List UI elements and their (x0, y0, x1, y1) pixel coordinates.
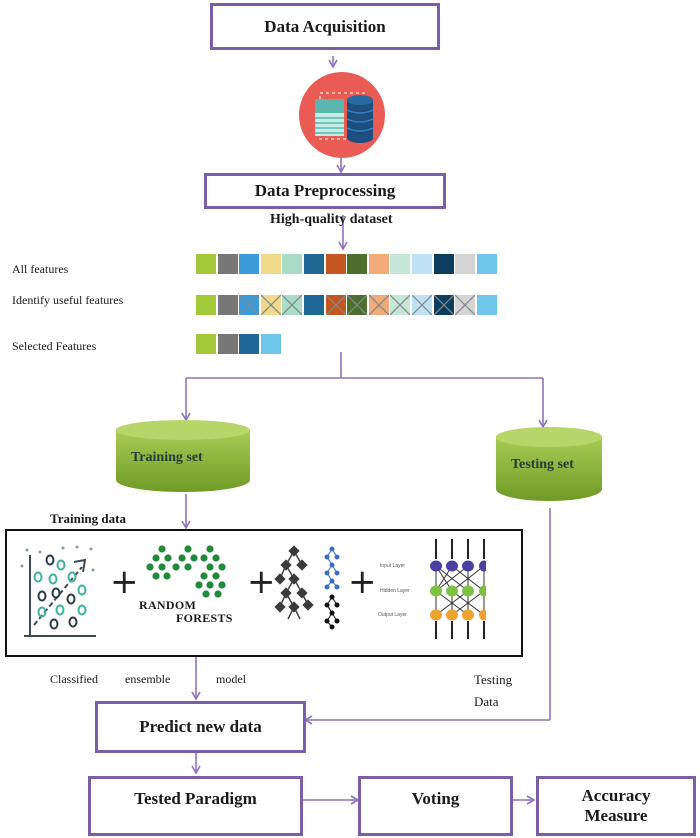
feature-square (455, 254, 476, 274)
all-features-row (196, 254, 498, 274)
rejected-feature-square (390, 295, 411, 315)
selected-features-row (196, 334, 282, 354)
tested-paradigm-label: Tested Paradigm (134, 789, 257, 809)
cross-mark-icon (325, 295, 346, 315)
feature-square (368, 254, 389, 274)
model-label: model (216, 672, 246, 686)
identify-useful-features-label: Identify useful features (12, 293, 124, 307)
random-forest-label-2: FORESTS (176, 611, 233, 625)
feature-square (390, 254, 411, 274)
document-icon (315, 99, 344, 136)
testing-data-label-1: Testing (474, 672, 513, 687)
rejected-feature-square (347, 295, 368, 315)
cross-mark-icon (347, 295, 368, 315)
classified-label: Classified (50, 672, 98, 686)
feature-square (476, 254, 497, 274)
rejected-feature-square (368, 295, 389, 315)
cross-mark-icon (455, 295, 476, 315)
cross-mark-icon (368, 295, 389, 315)
data-processing-icon (299, 72, 385, 158)
data-preprocessing-label: Data Preprocessing (254, 181, 396, 201)
feature-square (303, 254, 324, 274)
data-acquisition-label: Data Acquisition (264, 16, 386, 36)
nn-output-layer-label: Output Layer (378, 612, 407, 618)
selected-features-label: Selected Features (12, 339, 97, 353)
scatter-plot-icon (20, 545, 96, 637)
feature-square (411, 254, 432, 274)
testing-set-cylinder (496, 427, 602, 501)
plus-sign-1: + (110, 562, 139, 602)
cross-mark-icon (260, 295, 281, 315)
feature-square (217, 254, 238, 274)
testing-set-label: Testing set (511, 457, 574, 472)
training-data-label: Training data (50, 511, 126, 526)
all-features-label: All features (12, 262, 69, 276)
data-acquisition-box: Data Acquisition (210, 3, 440, 50)
feature-square (282, 254, 303, 274)
predict-new-data-box: Predict new data (95, 701, 306, 753)
random-forest-label-1: RANDOM (139, 598, 197, 612)
rejected-feature-square (239, 295, 260, 315)
training-set-cylinder (116, 420, 250, 492)
data-preprocessing-box: Data Preprocessing (204, 173, 446, 209)
useful-feature-square (303, 295, 324, 315)
feature-square (239, 254, 260, 274)
cross-mark-icon (433, 295, 454, 315)
selected-feature-square (217, 334, 238, 354)
rejected-feature-square (282, 295, 303, 315)
useful-feature-square (217, 295, 238, 315)
feature-square (196, 254, 216, 274)
selected-feature-square (260, 334, 281, 354)
selected-feature-square (239, 334, 260, 354)
plus-sign-3: + (348, 562, 377, 602)
accuracy-measure-box: Accuracy Measure (536, 776, 696, 836)
cross-mark-icon (390, 295, 411, 315)
rejected-feature-square (455, 295, 476, 315)
training-set-label: Training set (131, 450, 203, 465)
feature-square (260, 254, 281, 274)
voting-label: Voting (411, 789, 460, 809)
accuracy-measure-label: Accuracy Measure (581, 786, 651, 825)
rejected-feature-square (260, 295, 281, 315)
useful-feature-square (476, 295, 497, 315)
ensemble-label: ensemble (125, 672, 171, 686)
selected-feature-square (196, 334, 216, 354)
feature-square (347, 254, 368, 274)
cross-mark-icon (282, 295, 303, 315)
decision-tree-icon (274, 545, 340, 630)
neural-network-icon (430, 539, 486, 639)
rejected-feature-square (433, 295, 454, 315)
feature-square (325, 254, 346, 274)
high-quality-dataset-label: High-quality dataset (270, 212, 393, 227)
random-forest-icon (146, 545, 226, 598)
nn-hidden-layer-label: Hidden Layer (380, 588, 410, 594)
predict-new-data-label: Predict new data (139, 717, 262, 737)
identify-features-row (196, 295, 498, 315)
feature-square (433, 254, 454, 274)
database-icon (346, 95, 374, 143)
tested-paradigm-box: Tested Paradigm (88, 776, 303, 836)
cross-mark-icon (411, 295, 432, 315)
voting-box: Voting (358, 776, 513, 836)
rejected-feature-square (325, 295, 346, 315)
plus-sign-2: + (247, 562, 276, 602)
nn-input-layer-label: Input Layer (380, 563, 406, 569)
testing-data-label-2: Data (474, 694, 499, 709)
useful-feature-square (196, 295, 216, 315)
cross-mark-icon (239, 295, 260, 315)
rejected-feature-square (411, 295, 432, 315)
